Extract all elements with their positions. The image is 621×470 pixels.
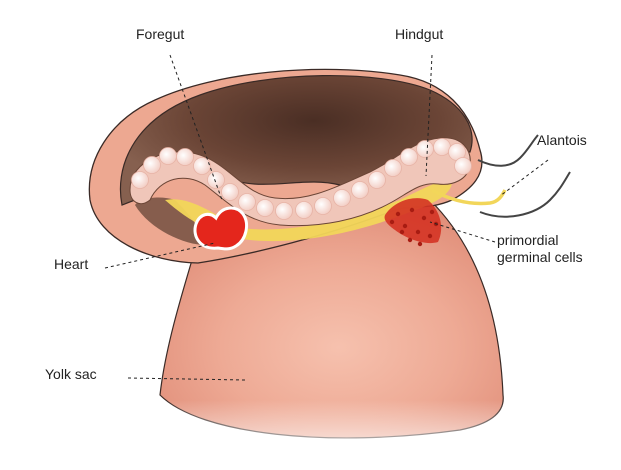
germ-cell-dot [407, 237, 413, 243]
leader-lines [104, 54, 549, 381]
germ-cell-dot [395, 211, 401, 217]
yolk-sac-fade [150, 400, 520, 460]
gut-cell [314, 197, 332, 215]
gut-pocket [135, 197, 205, 245]
gut-cells [131, 138, 472, 220]
heart-shape [193, 206, 248, 251]
gut-cell [351, 181, 369, 199]
primordial-germ-cells [384, 198, 442, 244]
gut-cell [207, 171, 225, 189]
gut-cell [400, 148, 418, 166]
gut-cell [368, 171, 386, 189]
leader-yolk [127, 377, 246, 381]
germ-cell-dot [389, 219, 395, 225]
label-foregut: Foregut [136, 26, 185, 42]
germ-cell-dot [429, 209, 435, 215]
gut-cell [454, 157, 472, 175]
leader-hindgut [425, 54, 433, 177]
germ-cell-dot [409, 207, 415, 213]
allantois-outer-bottom [479, 171, 571, 218]
label-hindgut: Hindgut [395, 26, 444, 42]
germ-cell-dot [402, 223, 408, 229]
germ-cell-dot [417, 241, 423, 247]
gut-cell [143, 156, 161, 174]
gut-cell [333, 189, 351, 207]
label-pgc-line2: germinal cells [497, 249, 583, 265]
germ-cell-dot [415, 229, 421, 235]
gut-cell [159, 147, 177, 165]
gut-cell [176, 148, 194, 166]
gut-cell [221, 183, 239, 201]
gut-cell [275, 202, 293, 220]
label-yolk-sac: Yolk sac [45, 366, 97, 382]
label-primordial-germinal-cells: primordial germinal cells [497, 232, 583, 266]
label-heart: Heart [54, 256, 89, 272]
gut-cell [384, 159, 402, 177]
gut-cell [193, 157, 211, 175]
label-alantois: Alantois [537, 132, 587, 148]
gut-cell [238, 193, 256, 211]
leader-heart [104, 242, 216, 269]
germ-cell-dot [421, 215, 427, 221]
germ-cell-dot [427, 233, 433, 239]
allantois-yellow [431, 188, 507, 206]
gut-tube [129, 137, 471, 227]
label-pgc-line1: primordial [497, 232, 559, 248]
allantois-outer-top [477, 134, 539, 167]
germ-cell-speckles [389, 207, 439, 247]
gut-cell [295, 201, 313, 219]
gut-cell [256, 199, 274, 217]
gut-cell [416, 140, 434, 158]
gut-cell [433, 138, 451, 156]
leader-alantois [499, 159, 549, 197]
leader-pgc [429, 221, 496, 243]
gut-cell [131, 171, 149, 189]
germ-cell-dot [399, 229, 405, 235]
leader-foregut [169, 54, 223, 201]
